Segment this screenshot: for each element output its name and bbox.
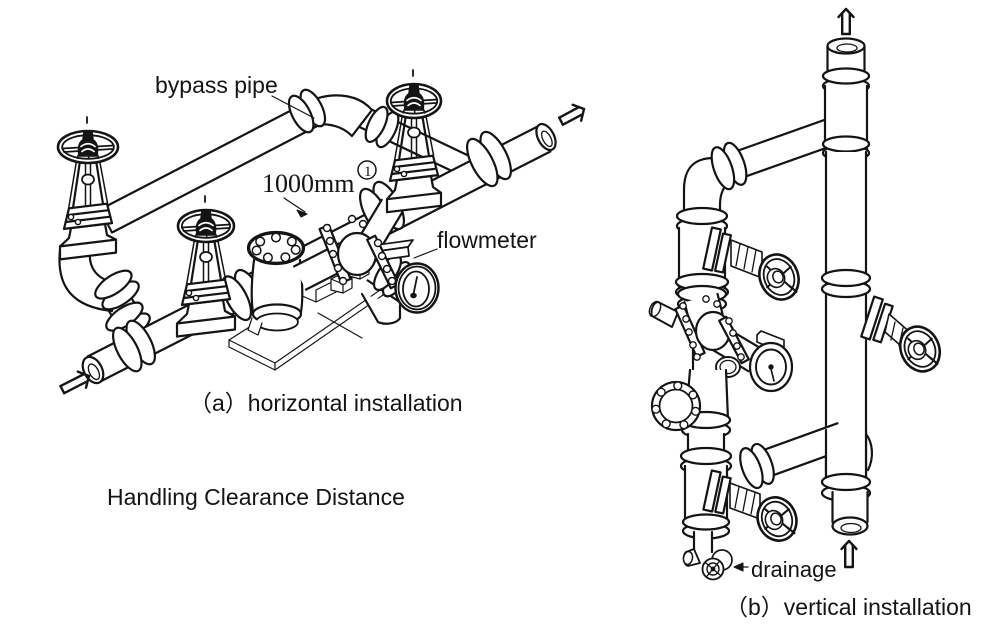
svg-text:（a）horizontal installation: （a）horizontal installation <box>189 390 463 416</box>
svg-text:drainage: drainage <box>751 557 837 582</box>
svg-text:1: 1 <box>364 164 372 180</box>
svg-text:Handling Clearance Distance: Handling Clearance Distance <box>107 484 405 510</box>
svg-text:bypass pipe: bypass pipe <box>155 72 278 98</box>
svg-text:flowmeter: flowmeter <box>437 227 537 253</box>
svg-text:1000mm: 1000mm <box>262 169 354 198</box>
svg-text:（b）vertical installation: （b）vertical installation <box>725 594 972 620</box>
